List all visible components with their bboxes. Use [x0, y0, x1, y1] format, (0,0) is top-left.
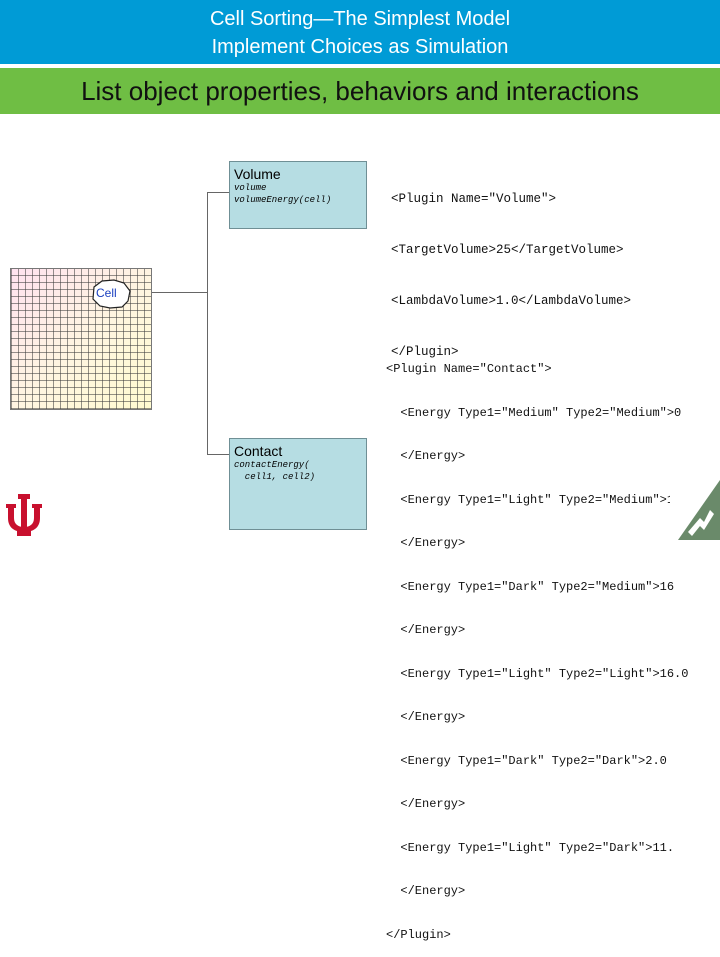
contact-box-title: Contact — [234, 443, 283, 459]
header-title-line2: Implement Choices as Simulation — [211, 36, 509, 58]
volume-box: Volume volume volumeEnergy(cell) — [229, 161, 367, 229]
header-divider — [0, 64, 720, 68]
code-line: <Energy Type1="Light" Type2="Light">16.0 — [386, 666, 689, 681]
connector-cell — [128, 292, 208, 293]
header-bar: Cell Sorting—The Simplest Model Implemen… — [0, 0, 720, 64]
code-line: <Energy Type1="Dark" Type2="Medium">16 — [386, 579, 675, 594]
volume-box-title: Volume — [234, 166, 281, 182]
code-line: </Plugin> — [386, 927, 451, 942]
cell-lattice-grid — [10, 268, 152, 410]
cell-shape-icon — [92, 279, 131, 309]
code-line: <Energy Type1="Light" Type2="Dark">11. — [386, 840, 675, 855]
connector-contact — [207, 454, 229, 455]
contact-plugin-code: <Plugin Name="Contact"> <Energy Type1="M… — [386, 333, 720, 957]
code-line: </Energy> — [386, 797, 466, 811]
volume-box-method: volumeEnergy(cell) — [234, 195, 332, 205]
contact-box-args: cell1, cell2) — [234, 472, 316, 482]
code-line: </Plugin> — [391, 345, 459, 359]
code-line: </Energy> — [386, 710, 466, 724]
code-line: <Plugin Name="Volume"> — [391, 192, 557, 206]
code-line: <LambdaVolume>1.0</LambdaVolume> — [391, 294, 632, 308]
code-line: <Plugin Name="Contact"> — [386, 362, 552, 376]
code-line: </Energy> — [386, 884, 466, 898]
volume-box-property: volume — [234, 183, 267, 193]
contact-box: Contact contactEnergy( cell1, cell2) — [229, 438, 367, 530]
header-title-line1: Cell Sorting—The Simplest Model — [209, 8, 511, 30]
code-line: <Energy Type1="Dark" Type2="Dark">2.0 — [386, 753, 667, 768]
volume-plugin-code: <Plugin Name="Volume"> <TargetVolume>25<… — [391, 157, 631, 378]
code-line: <Energy Type1="Medium" Type2="Medium">0 — [386, 405, 682, 420]
code-line: </Energy> — [386, 623, 466, 637]
section-title: List object properties, behaviors and in… — [0, 68, 720, 114]
code-line: <Energy Type1="Light" Type2="Medium">16 — [386, 492, 682, 507]
connector-vertical — [207, 192, 208, 454]
contact-box-method: contactEnergy( — [234, 460, 310, 470]
corner-brand-logo-icon — [670, 480, 720, 540]
code-line: </Energy> — [386, 449, 466, 463]
code-line: <TargetVolume>25</TargetVolume> — [391, 243, 624, 257]
cell-label: Cell — [96, 286, 117, 300]
iu-trident-logo-icon — [6, 494, 42, 536]
connector-volume — [207, 192, 229, 193]
